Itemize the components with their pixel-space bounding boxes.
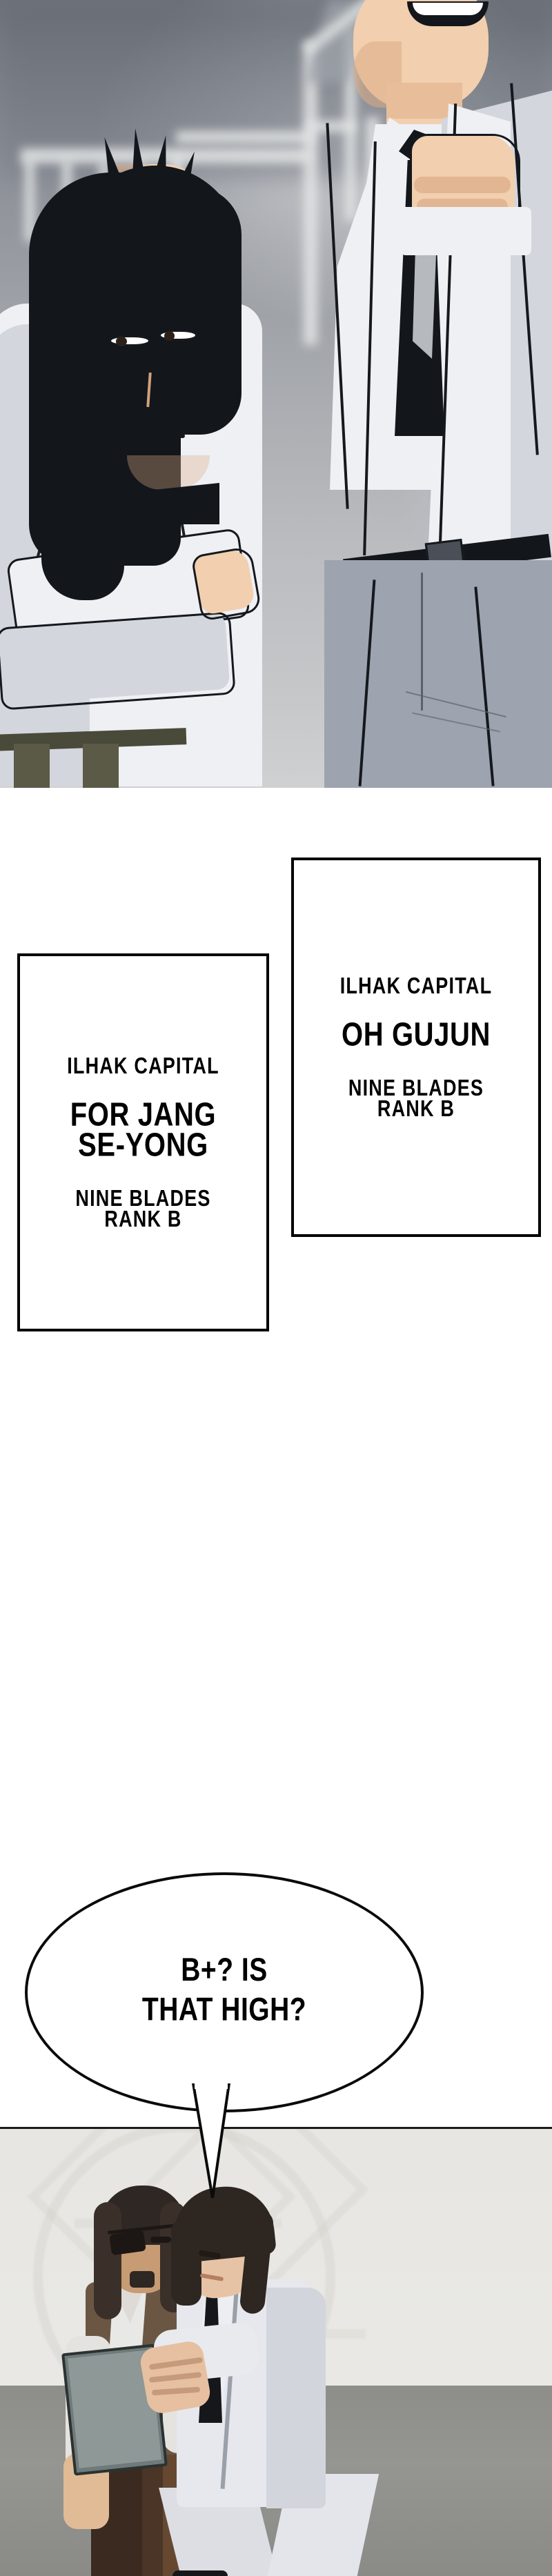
eyepatch-man-goatee	[130, 2271, 155, 2288]
caption-name-line2: SE-YONG	[78, 1127, 208, 1164]
railing-post-2	[83, 744, 119, 788]
caption-box-jang-se-yong: ILHAK CAPITAL FOR JANG SE-YONG NINE BLAD…	[17, 953, 269, 1331]
caption-rank-left: RANK B	[104, 1206, 182, 1232]
speech-line-2: THAT HIGH?	[141, 1992, 307, 2028]
window-frame-horizontal-2	[176, 131, 314, 143]
eyepatch-man-hair-side-left	[94, 2202, 121, 2319]
speech-bubble-text: B+? IS THAT HIGH?	[142, 1951, 306, 2034]
caption-rank-right: RANK B	[377, 1096, 455, 1122]
left-character-arm-lower-outline	[0, 611, 236, 711]
speech-bubble-container: B+? IS THAT HIGH?	[0, 1856, 552, 2198]
caption-company-left: ILHAK CAPITAL	[67, 1053, 219, 1078]
railing-post-1	[14, 744, 50, 788]
left-character-eye-left	[109, 335, 150, 346]
right-character-trousers	[324, 560, 552, 788]
panel-bottom	[0, 2127, 552, 2576]
window-frame-horizontal-3	[307, 121, 355, 132]
left-character-hand-outline	[190, 546, 262, 622]
window-post-left	[304, 41, 317, 345]
right-character-teeth	[413, 3, 483, 15]
caption-box-oh-gujun: ILHAK CAPITAL OH GUJUN NINE BLADES RANK …	[291, 858, 541, 1237]
speech-line-1: B+? IS	[181, 1952, 268, 1988]
fist-finger-line-1	[414, 177, 511, 193]
caption-org-left: NINE BLADES	[75, 1185, 211, 1211]
left-character-pupil-right	[164, 331, 175, 341]
speech-bubble: B+? IS THAT HIGH?	[25, 1872, 424, 2112]
suit-man-shoe-left	[172, 2570, 228, 2576]
caption-name-line1: FOR JANG	[70, 1096, 217, 1133]
suit-man-hair-sideburn	[171, 2219, 201, 2306]
caption-name-oh-gujun: OH GUJUN	[342, 1016, 491, 1053]
right-character-cuff	[400, 207, 531, 255]
speech-bubble-tail-icon	[192, 2083, 230, 2198]
trouser-crease-2	[421, 573, 423, 711]
caption-org-right: NINE BLADES	[348, 1075, 484, 1101]
eyepatch-man-eye-right	[150, 2237, 171, 2243]
window-mullion-1	[25, 159, 34, 241]
caption-company-right: ILHAK CAPITAL	[339, 973, 493, 998]
left-character-hair-strand-2	[41, 359, 124, 600]
suit-man-jacket-shadow	[266, 2288, 326, 2508]
panel-top	[0, 0, 552, 788]
left-character-pupil-left	[116, 337, 127, 346]
